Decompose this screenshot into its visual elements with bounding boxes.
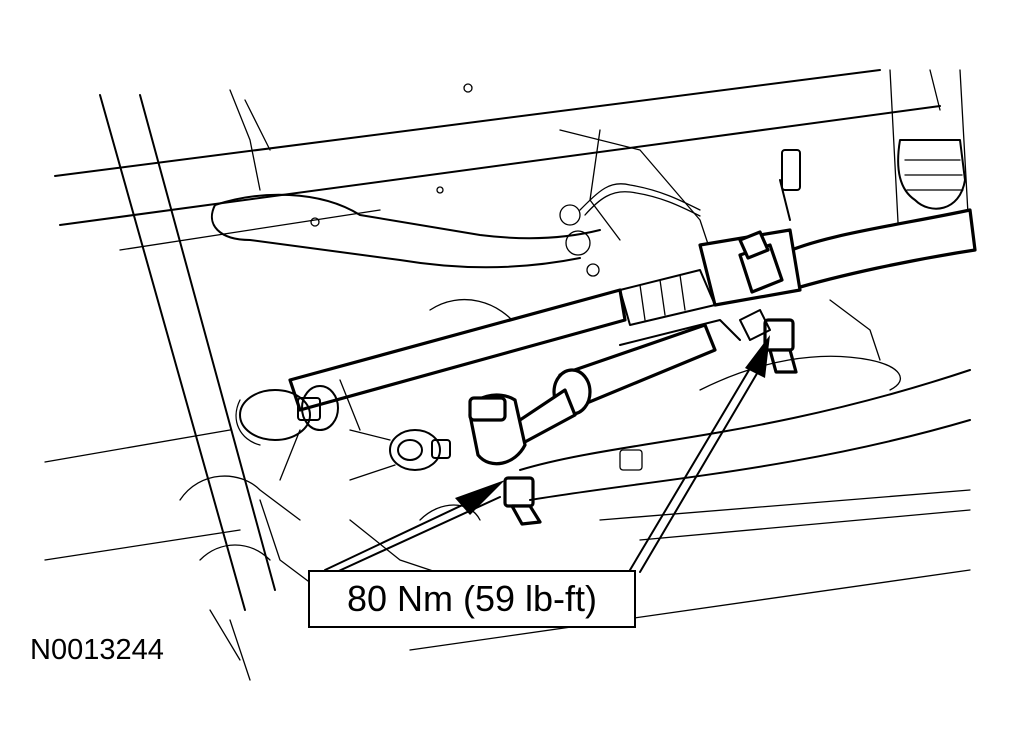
stabilizer-bar — [288, 288, 627, 412]
lower-arm — [409, 299, 971, 651]
leader-lines — [324, 335, 770, 576]
lower-tie-rod-end — [468, 393, 542, 526]
upper-tie-rod-end — [738, 230, 798, 374]
torque-label: 80 Nm (59 lb-ft) — [346, 578, 598, 619]
arrowhead-lower-nut — [455, 480, 505, 515]
ball-joint — [349, 429, 451, 481]
torque-callout: 80 Nm (59 lb-ft) — [308, 570, 636, 628]
arrowhead-upper-nut — [745, 335, 770, 378]
hoses — [579, 183, 701, 217]
figure-id: N0013244 — [30, 634, 164, 666]
background-frame-lines — [44, 69, 971, 611]
steering-gear — [778, 139, 977, 292]
left-bushing — [235, 379, 361, 481]
